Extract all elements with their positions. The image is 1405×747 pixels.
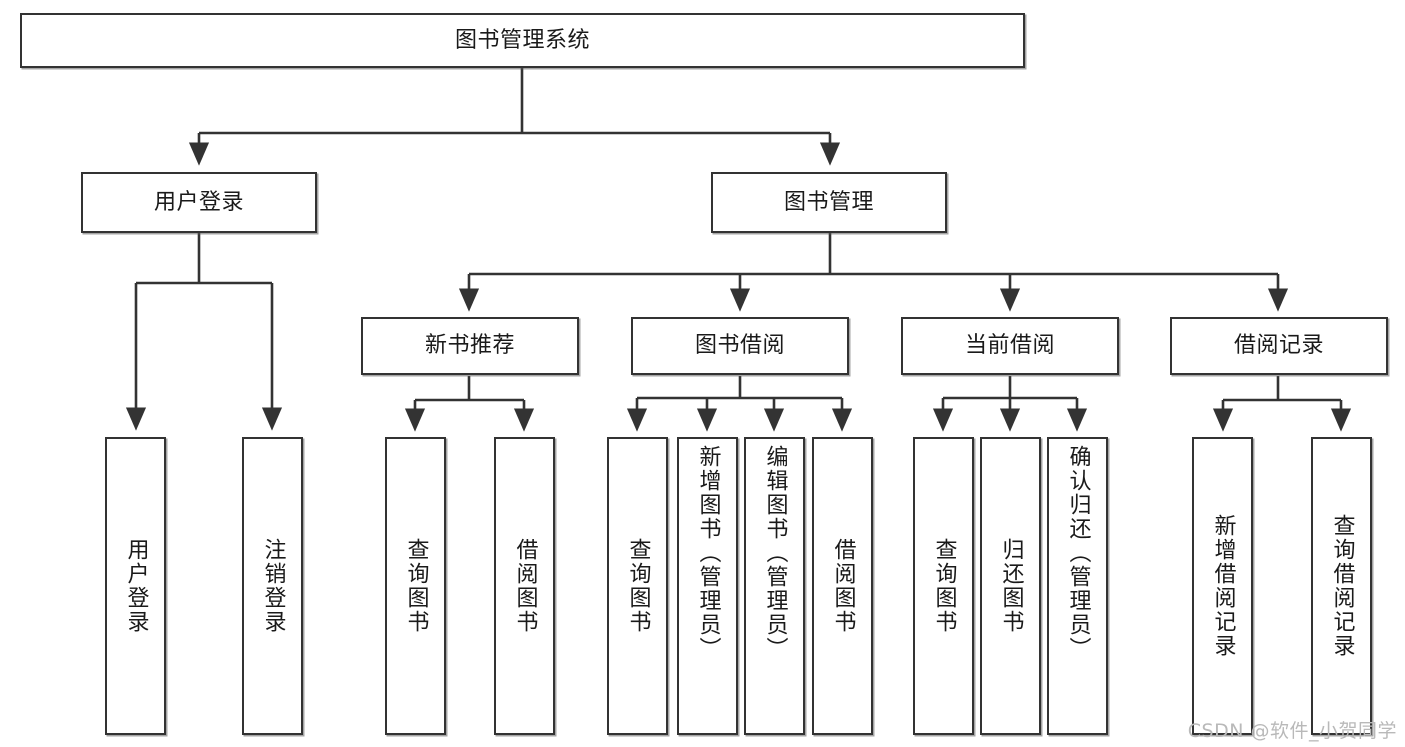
node-user-login[interactable]: 用户登录	[81, 172, 317, 233]
leaf-current-return-book-label: 归还图书	[998, 538, 1024, 634]
leaf-borrow-add-book[interactable]: 新增图书（管理员）	[677, 437, 738, 735]
leaf-record-add-record[interactable]: 新增借阅记录	[1192, 437, 1253, 735]
leaf-user-login-login-label: 用户登录	[123, 538, 149, 634]
node-user-login-label: 用户登录	[153, 189, 244, 215]
node-current-borrow[interactable]: 当前借阅	[901, 317, 1119, 375]
node-book-management[interactable]: 图书管理	[711, 172, 947, 233]
node-book-borrow-label: 图书借阅	[694, 333, 785, 359]
leaf-borrow-borrow-book[interactable]: 借阅图书	[812, 437, 873, 735]
node-book-borrow[interactable]: 图书借阅	[631, 317, 849, 375]
leaf-current-confirm-return[interactable]: 确认归还（管理员）	[1047, 437, 1108, 735]
node-root-label: 图书管理系统	[454, 27, 590, 53]
leaf-record-add-record-label: 新增借阅记录	[1210, 514, 1236, 658]
leaf-borrow-add-book-label: 新增图书（管理员）	[695, 445, 721, 661]
leaf-current-return-book[interactable]: 归还图书	[980, 437, 1041, 735]
node-new-book-recommend-label: 新书推荐	[424, 333, 515, 359]
leaf-user-login-login[interactable]: 用户登录	[105, 437, 166, 735]
leaf-recommend-borrow-book[interactable]: 借阅图书	[494, 437, 555, 735]
leaf-user-login-logout-label: 注销登录	[260, 538, 286, 634]
leaf-borrow-borrow-book-label: 借阅图书	[830, 538, 856, 634]
node-borrow-record[interactable]: 借阅记录	[1170, 317, 1388, 375]
leaf-recommend-query-book-label: 查询图书	[403, 538, 429, 634]
node-new-book-recommend[interactable]: 新书推荐	[361, 317, 579, 375]
leaf-current-query-book-label: 查询图书	[931, 538, 957, 634]
leaf-recommend-query-book[interactable]: 查询图书	[385, 437, 446, 735]
leaf-borrow-query-book-label: 查询图书	[625, 538, 651, 634]
leaf-current-confirm-return-label: 确认归还（管理员）	[1065, 445, 1091, 661]
node-borrow-record-label: 借阅记录	[1233, 333, 1324, 359]
node-book-management-label: 图书管理	[783, 189, 874, 215]
node-current-borrow-label: 当前借阅	[964, 333, 1055, 359]
node-root[interactable]: 图书管理系统	[20, 13, 1025, 68]
leaf-borrow-edit-book[interactable]: 编辑图书（管理员）	[744, 437, 805, 735]
leaf-borrow-edit-book-label: 编辑图书（管理员）	[762, 445, 788, 661]
leaf-record-query-record[interactable]: 查询借阅记录	[1311, 437, 1372, 735]
leaf-record-query-record-label: 查询借阅记录	[1329, 514, 1355, 658]
csdn-watermark: CSDN @软件_小贺同学	[1187, 720, 1397, 742]
leaf-borrow-query-book[interactable]: 查询图书	[607, 437, 668, 735]
leaf-user-login-logout[interactable]: 注销登录	[242, 437, 303, 735]
leaf-current-query-book[interactable]: 查询图书	[913, 437, 974, 735]
leaf-recommend-borrow-book-label: 借阅图书	[512, 538, 538, 634]
